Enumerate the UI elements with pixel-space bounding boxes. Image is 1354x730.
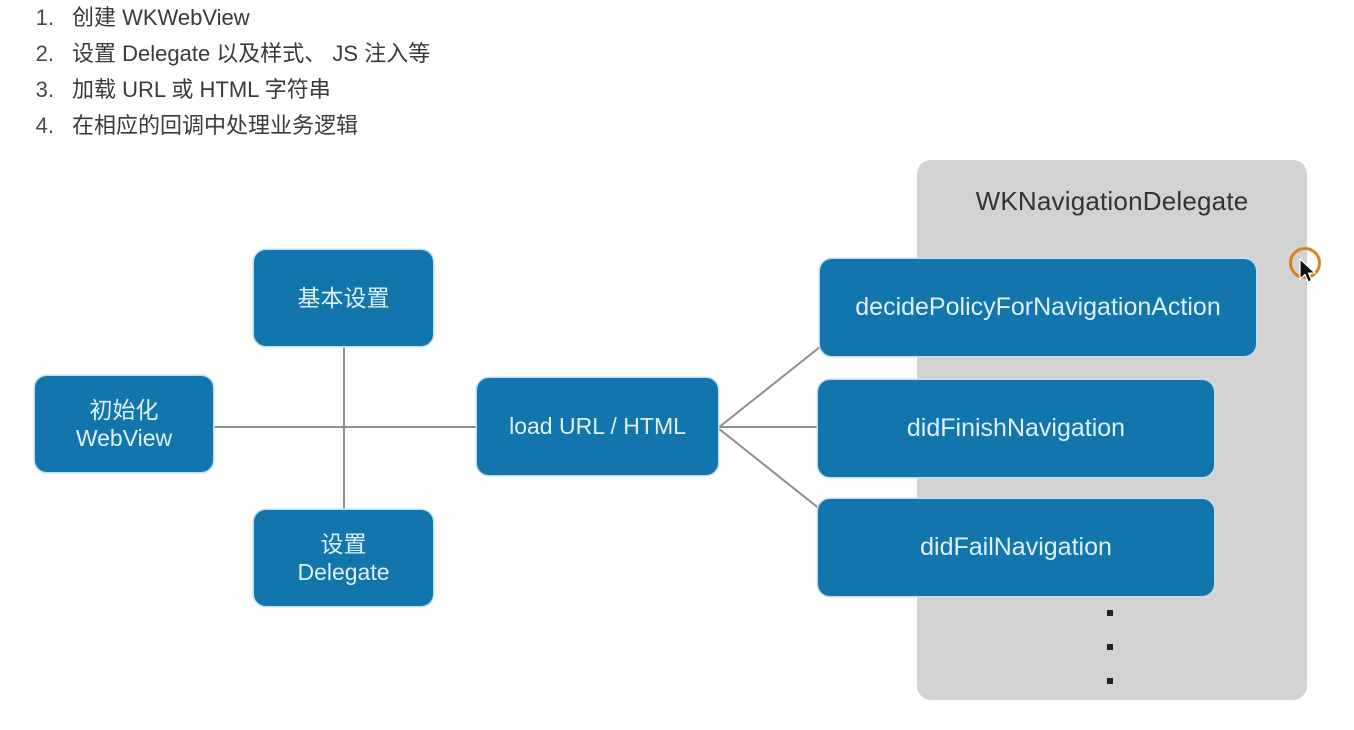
list-item-number: 3. — [35, 77, 54, 102]
node-init-webview-line1: 初始化 — [89, 396, 159, 423]
ellipsis-dot — [1107, 644, 1113, 650]
node-load-url-html[interactable]: load URL / HTML — [477, 378, 718, 475]
connector-load-to-did-finish — [718, 426, 820, 428]
node-set-delegate[interactable]: 设置 Delegate — [254, 510, 433, 606]
list-item-label: 在相应的回调中处理业务逻辑 — [72, 113, 359, 138]
list-item-number: 2. — [35, 41, 54, 66]
connector-init-to-load — [213, 426, 478, 428]
list-item-number: 4. — [35, 113, 54, 138]
list-item-label: 加载 URL 或 HTML 字符串 — [72, 77, 331, 102]
list-item: 4. 在相应的回调中处理业务逻辑 — [0, 108, 860, 144]
node-did-fail-navigation[interactable]: didFailNavigation — [818, 499, 1214, 596]
connector-settings-vertical — [343, 346, 345, 510]
ellipsis-dot — [1107, 610, 1113, 616]
mouse-pointer-icon — [1299, 257, 1319, 286]
list-item-label: 设置 Delegate 以及样式、 JS 注入等 — [72, 41, 431, 66]
ellipsis-dot — [1107, 678, 1113, 684]
node-set-delegate-line2: Delegate — [297, 559, 390, 585]
list-item: 1. 创建 WKWebView — [0, 0, 860, 36]
node-basic-settings-label: 基本设置 — [297, 284, 390, 311]
list-item: 2. 设置 Delegate 以及样式、 JS 注入等 — [0, 36, 860, 72]
node-did-finish-navigation[interactable]: didFinishNavigation — [818, 380, 1214, 477]
node-init-webview-line2: WebView — [75, 425, 173, 451]
list-item-number: 1. — [35, 5, 54, 30]
node-did-fail-label: didFailNavigation — [920, 533, 1112, 562]
list-item-label: 创建 WKWebView — [72, 5, 250, 30]
node-load-url-html-label: load URL / HTML — [509, 413, 686, 440]
list-item: 3. 加载 URL 或 HTML 字符串 — [0, 72, 860, 108]
node-set-delegate-line1: 设置 — [320, 530, 367, 557]
node-did-finish-label: didFinishNavigation — [906, 414, 1126, 443]
node-basic-settings[interactable]: 基本设置 — [254, 250, 433, 346]
node-decide-policy-label: decidePolicyForNavigationAction — [855, 293, 1221, 322]
node-decide-policy-for-navigation-action[interactable]: decidePolicyForNavigationAction — [820, 259, 1256, 356]
delegate-panel-title: WKNavigationDelegate — [975, 186, 1249, 216]
node-init-webview[interactable]: 初始化 WebView — [35, 376, 213, 472]
steps-list: 1. 创建 WKWebView 2. 设置 Delegate 以及样式、 JS … — [0, 0, 860, 144]
cursor-click-highlight — [1289, 247, 1321, 279]
